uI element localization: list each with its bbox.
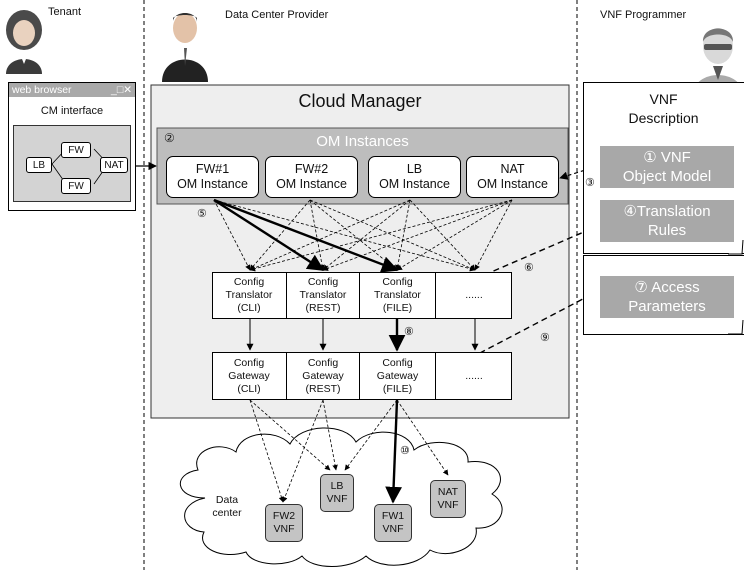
topology-node-fw-top[interactable]: FW: [61, 142, 91, 158]
vnf-fw1[interactable]: FW1 VNF: [374, 504, 412, 542]
om-instance-fw2[interactable]: FW#2 OM Instance: [265, 156, 358, 198]
translator-line2: Translator: [225, 289, 273, 301]
gateway-line1: Config: [233, 356, 265, 369]
vnf-fw2[interactable]: FW2 VNF: [265, 504, 303, 542]
object-model-line1: VNF: [660, 149, 691, 166]
cm-topology-panel: FW LB NAT FW: [13, 125, 131, 202]
vnf-nat[interactable]: NAT VNF: [430, 480, 466, 518]
browser-window: web browser _□✕ CM interface FW LB NAT F…: [8, 82, 136, 211]
om-instance-name: FW#2: [294, 162, 329, 176]
config-translator-rest[interactable]: Config Translator (REST): [287, 272, 360, 319]
data-center-line2: center: [212, 507, 242, 519]
window-controls[interactable]: _□✕: [111, 84, 132, 96]
config-gateway-rest[interactable]: Config Gateway (REST): [287, 352, 360, 400]
translator-line3: (REST): [305, 302, 341, 314]
vnf-name: FW1: [381, 510, 405, 522]
om-instances-title: OM Instances: [316, 133, 409, 150]
om-instance-sub: OM Instance: [379, 177, 450, 191]
vnf-description-line1: VNF: [649, 91, 678, 107]
translator-line3: (FILE): [382, 302, 413, 314]
step-8-marker: ⑧: [404, 326, 414, 338]
translation-rules-box[interactable]: ④Translation Rules: [600, 200, 734, 242]
topology-node-fw-bottom[interactable]: FW: [61, 178, 91, 194]
config-gateway-cli[interactable]: Config Gateway (CLI): [212, 352, 287, 400]
step-7-marker: ⑦: [634, 279, 648, 296]
om-instance-fw1[interactable]: FW#1 OM Instance: [166, 156, 259, 198]
access-parameters-box[interactable]: ⑦ Access Parameters: [600, 276, 734, 318]
config-translator-file[interactable]: Config Translator (FILE): [360, 272, 436, 319]
gateway-ellipsis: ......: [465, 369, 483, 382]
vnf-name: LB: [330, 480, 344, 492]
topology-node-nat[interactable]: NAT: [100, 157, 128, 173]
gateway-line3: (FILE): [382, 382, 413, 395]
vnf-description-line2: Description: [628, 110, 699, 126]
data-center-label: Data center: [207, 494, 247, 520]
page-curl-icon: [728, 319, 744, 335]
gateway-line2: Gateway: [228, 369, 270, 382]
access-parameters-line2: Parameters: [628, 298, 706, 315]
browser-titlebar: web browser _□✕: [9, 83, 135, 97]
translator-line2: Translator: [374, 289, 421, 301]
vnf-object-model-box[interactable]: ① VNF Object Model: [600, 146, 734, 188]
translator-line1: Config: [233, 276, 265, 288]
gateway-line2: Gateway: [302, 369, 344, 382]
topology-node-lb[interactable]: LB: [26, 157, 52, 173]
translator-line3: (CLI): [237, 302, 261, 314]
config-gateway-row: [212, 352, 512, 400]
step-3-marker: ③: [585, 177, 595, 189]
gateway-line3: (CLI): [237, 382, 261, 395]
om-instance-name: NAT: [500, 162, 525, 176]
vnf-type: VNF: [273, 523, 295, 535]
translation-rules-line2: Rules: [647, 222, 687, 239]
gateway-line2: Gateway: [376, 369, 419, 382]
translator-ellipsis: ......: [465, 289, 483, 301]
tenant-label: Tenant: [48, 6, 82, 18]
step-10-marker: ⑩: [400, 445, 410, 457]
page-curl-icon: [728, 239, 744, 255]
om-instance-sub: OM Instance: [477, 177, 548, 191]
config-gateway-more[interactable]: ......: [436, 352, 512, 400]
browser-title: web browser: [12, 84, 72, 96]
config-translator-cli[interactable]: Config Translator (CLI): [212, 272, 287, 319]
provider-label: Data Center Provider: [225, 9, 329, 21]
provider-avatar-icon: [162, 13, 208, 82]
vnf-type: VNF: [326, 493, 348, 505]
tenant-avatar-icon: [6, 10, 42, 74]
vnf-name: NAT: [437, 486, 459, 498]
cm-interface-title: CM interface: [40, 105, 104, 117]
config-translator-row: [212, 272, 512, 319]
translator-line1: Config: [307, 276, 339, 288]
gateway-line1: Config: [382, 356, 413, 369]
translator-line2: Translator: [299, 289, 347, 301]
om-instance-sub: OM Instance: [177, 177, 248, 191]
vnf-name: FW2: [272, 510, 296, 522]
om-instance-name: FW#1: [195, 162, 230, 176]
om-instance-sub: OM Instance: [276, 177, 347, 191]
vnf-lb[interactable]: LB VNF: [320, 474, 354, 512]
config-translator-more[interactable]: ......: [436, 272, 512, 319]
step-5-marker: ⑤: [197, 208, 207, 220]
access-parameters-line1: Access: [651, 279, 700, 296]
om-instance-lb[interactable]: LB OM Instance: [368, 156, 461, 198]
data-center-line1: Data: [215, 494, 239, 506]
object-model-line2: Object Model: [622, 168, 712, 185]
vnf-type: VNF: [437, 499, 459, 511]
step-2-marker: ②: [164, 131, 175, 145]
gateway-line3: (REST): [305, 382, 341, 395]
step-1-marker: ①: [643, 149, 657, 166]
vnf-description-title: VNF Description: [583, 90, 744, 128]
cloud-manager-title: Cloud Manager: [298, 91, 422, 111]
step-9-marker: ⑨: [540, 332, 550, 344]
translator-line1: Config: [382, 276, 413, 288]
om-instance-name: LB: [406, 162, 423, 176]
step-6-marker: ⑥: [524, 262, 534, 274]
translation-rules-line1: Translation: [636, 203, 711, 220]
config-gateway-file[interactable]: Config Gateway (FILE): [360, 352, 436, 400]
step-4-marker: ④: [623, 203, 637, 220]
vnf-type: VNF: [382, 523, 404, 535]
programmer-label: VNF Programmer: [600, 9, 687, 21]
gateway-line1: Config: [307, 356, 339, 369]
om-instance-nat[interactable]: NAT OM Instance: [466, 156, 559, 198]
